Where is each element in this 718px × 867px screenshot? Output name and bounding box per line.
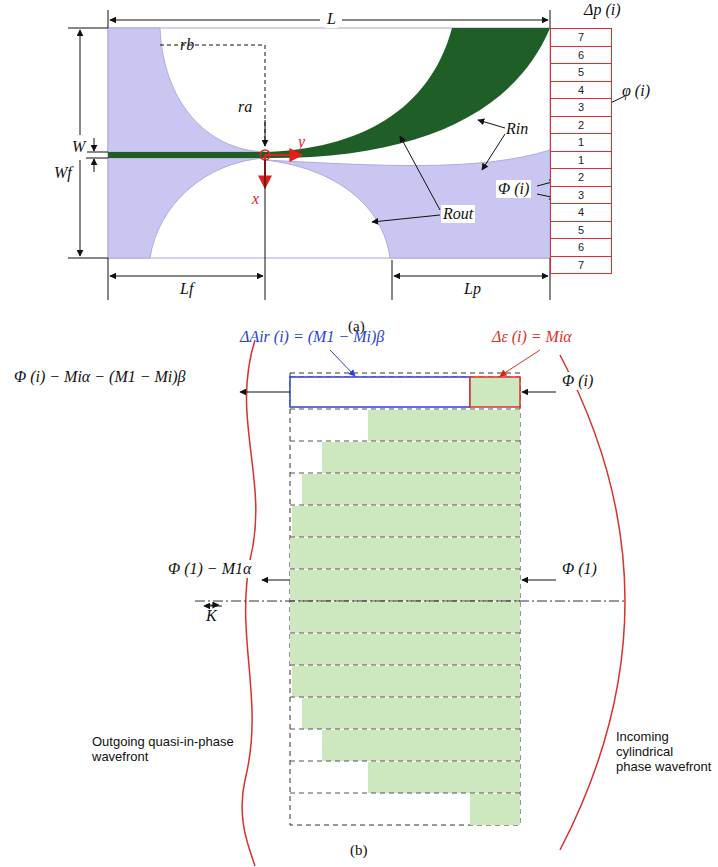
curve-label: Rout: [441, 205, 475, 223]
panel-label: (b): [350, 842, 368, 859]
cell-number: 3: [578, 101, 584, 113]
dimension-label: Lp: [462, 280, 483, 298]
phase-label: Φ (1): [560, 560, 599, 578]
lens-cell: 4: [550, 203, 612, 222]
cell-number: 1: [578, 136, 584, 148]
lens-cell: 7: [550, 28, 612, 47]
radius-label: ra: [238, 98, 252, 116]
wavefront-label: Outgoing quasi-in-phase wavefront: [92, 735, 238, 765]
phase-label: Φ (i): [560, 372, 595, 390]
vector-arrow: [206, 605, 219, 606]
lens-cell: 7: [550, 256, 612, 275]
radius-label: rb: [180, 36, 194, 54]
cell-number: 1: [578, 154, 584, 166]
axis-label: y: [298, 133, 305, 151]
phase-label: φ (i): [622, 82, 650, 100]
lens-cell: 4: [550, 81, 612, 100]
lens-cell: 3: [550, 186, 612, 205]
cell-number: 6: [578, 49, 584, 61]
dimension-label: W: [70, 138, 87, 156]
lens-cell: 5: [550, 221, 612, 240]
path-formula: ΔAir (i) = (M1 − Mi)β: [240, 328, 384, 346]
cell-number: 2: [578, 171, 584, 183]
lens-cell: 3: [550, 98, 612, 117]
phase-label: Φ (i): [496, 180, 531, 198]
cell-number: 4: [578, 84, 584, 96]
cell-number: 2: [578, 119, 584, 131]
phase-formula: Φ (1) − M1α: [166, 560, 253, 578]
cell-number: 6: [578, 241, 584, 253]
cell-number: 7: [578, 31, 584, 43]
lens-cell: 6: [550, 46, 612, 65]
lens-cell: 6: [550, 238, 612, 257]
axis-label: x: [252, 190, 259, 208]
dimension-label: L: [325, 10, 338, 28]
lens-cell: 1: [550, 133, 612, 152]
cell-number: 5: [578, 224, 584, 236]
lens-cell: 5: [550, 63, 612, 82]
cell-number: 7: [578, 259, 584, 271]
dimension-label: Wf: [54, 164, 72, 182]
lens-cell: 2: [550, 168, 612, 187]
curve-label: Rin: [506, 120, 528, 138]
cell-number: 5: [578, 66, 584, 78]
lens-cell: 1: [550, 151, 612, 170]
path-formula: Δε (i) = Miα: [492, 328, 572, 346]
phase-formula: Φ (i) − Miα − (M1 − Mi)β: [14, 368, 186, 386]
cell-number: 3: [578, 189, 584, 201]
wavefront-label: Incoming cylindrical phase wavefront: [614, 730, 714, 775]
dimension-label: Lf: [178, 280, 195, 298]
wave-vector-label: K: [206, 607, 217, 625]
lens-cell: 2: [550, 116, 612, 135]
cell-pitch-label: Δp (i): [584, 1, 621, 19]
cell-number: 4: [578, 206, 584, 218]
